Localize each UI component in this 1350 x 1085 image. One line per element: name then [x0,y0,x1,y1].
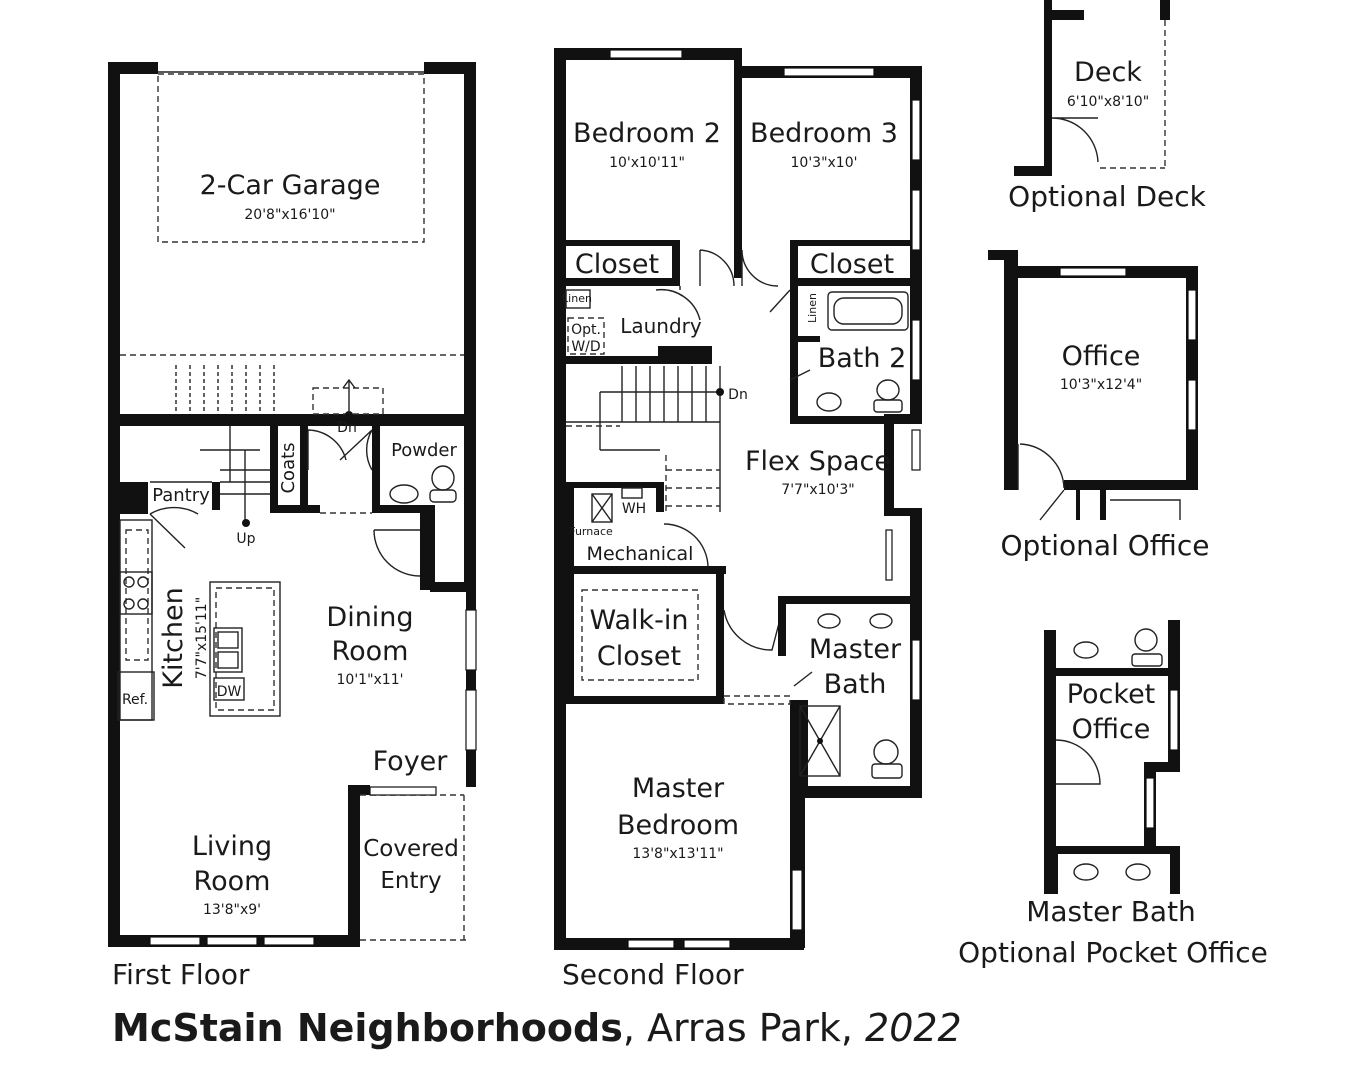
optional-office-plan [988,250,1198,521]
closet-a-label: Closet [575,249,659,280]
optional-deck-plan [1014,0,1170,176]
deck-dims: 6'10"x8'10" [1067,94,1149,110]
floor-plan-drawing: 2-Car Garage 20'8"x16'10" Pantry Coats P… [108,0,1268,991]
footer-separator-2: , [840,1006,866,1050]
refrigerator-label: Ref. [122,692,148,708]
builder-name: McStain Neighborhoods [112,1006,623,1050]
opt-wd-label-1: Opt. [571,322,601,338]
pocket-office-label-1: Pocket [1067,679,1156,710]
stairs-up-label: Up [236,531,255,547]
closet-b-label: Closet [810,249,894,280]
bedroom3-dims: 10'3"x10' [791,155,858,171]
first-floor-plan [108,62,477,947]
walkin-closet-label-2: Closet [597,641,681,672]
stairs-down-label: Dn [337,420,357,436]
covered-entry-label-2: Entry [380,868,441,894]
master-bath-label-1: Master [809,634,902,665]
laundry-label: Laundry [620,314,702,338]
linen-b-label: Linen [806,293,819,323]
dining-label-1: Dining [326,602,413,633]
pocket-office-caption-2: Optional Pocket Office [958,936,1268,969]
furnace-label: Furnace [569,525,613,538]
dining-label-2: Room [332,636,409,667]
master-bedroom-dims: 13'8"x13'11" [632,846,723,862]
office-dims: 10'3"x12'4" [1060,377,1142,393]
office-label: Office [1062,341,1141,372]
deck-label: Deck [1074,57,1142,88]
second-floor-caption: Second Floor [562,958,744,991]
garage-dims: 20'8"x16'10" [244,207,335,223]
pocket-office-caption-1: Master Bath [1026,895,1196,928]
dishwasher-label: DW [217,684,242,700]
flex-space-label: Flex Space [745,446,891,477]
living-label-2: Room [194,866,271,897]
optional-office-caption: Optional Office [1000,529,1209,562]
bath2-label: Bath 2 [818,343,907,374]
kitchen-label: Kitchen [158,587,189,688]
water-heater-label: WH [622,501,646,517]
bedroom2-dims: 10'x10'11" [609,155,685,171]
covered-entry-label-1: Covered [363,836,459,862]
community-name: Arras Park [646,1006,841,1050]
bedroom3-label: Bedroom 3 [750,118,898,149]
mechanical-label: Mechanical [587,543,694,565]
master-bedroom-label-2: Bedroom [617,810,739,841]
footer-credit: McStain Neighborhoods, Arras Park, 2022 [112,1006,962,1050]
opt-wd-label-2: W/D [571,339,600,355]
powder-label: Powder [391,440,457,461]
living-dims: 13'8"x9' [203,902,261,918]
optional-deck-caption: Optional Deck [1008,180,1206,213]
coats-label: Coats [278,442,299,493]
first-floor-caption: First Floor [112,958,250,991]
garage-label: 2-Car Garage [200,170,381,201]
kitchen-dims: 7'7"x15'11" [194,597,210,679]
master-bedroom-label-1: Master [632,773,725,804]
linen-a-label: Linen [562,292,592,305]
pocket-office-plan [1044,620,1180,894]
stairs-down-label-2: Dn [728,387,748,403]
second-floor-plan [554,48,922,950]
foyer-label: Foyer [373,746,449,777]
bedroom2-label: Bedroom 2 [573,118,721,149]
year: 2022 [865,1006,962,1050]
pantry-label: Pantry [152,485,210,506]
master-bath-label-2: Bath [824,669,887,700]
pocket-office-label-2: Office [1072,714,1151,745]
living-label-1: Living [192,831,272,862]
dining-dims: 10'1"x11' [337,672,404,688]
flex-space-dims: 7'7"x10'3" [781,482,854,498]
walkin-closet-label-1: Walk-in [589,605,688,636]
footer-separator-1: , [622,1006,647,1050]
